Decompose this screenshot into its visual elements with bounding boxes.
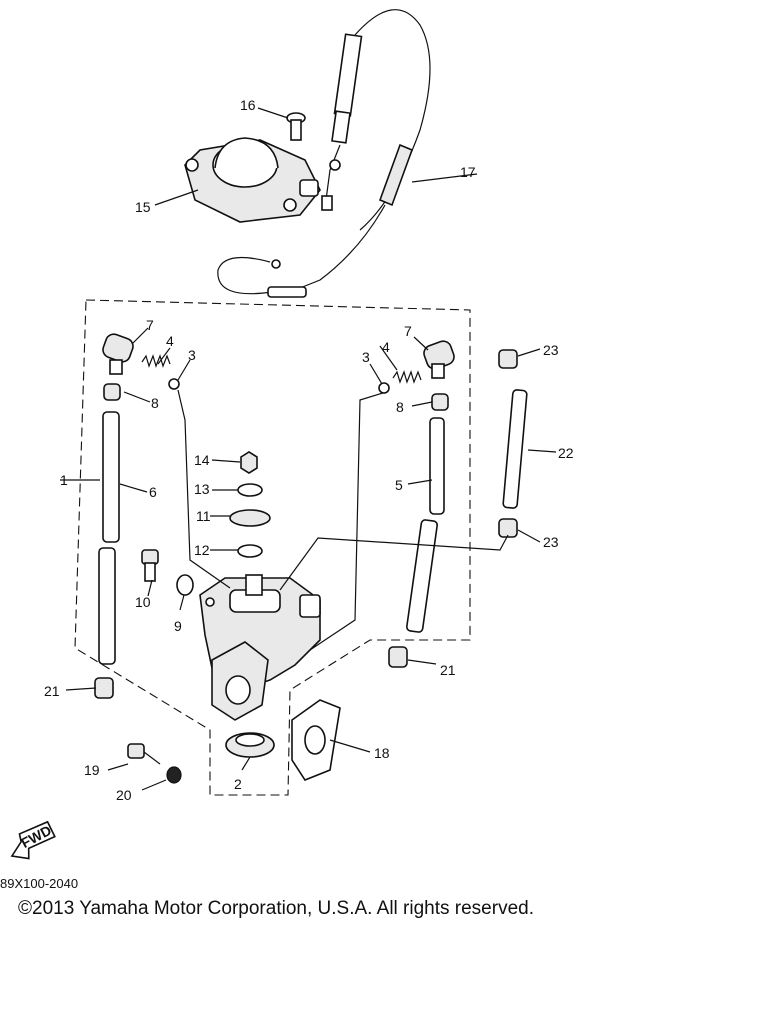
label-14: 14 bbox=[194, 452, 210, 468]
pump-body bbox=[199, 574, 321, 721]
part-labels: 1 2 3 3 4 4 5 6 7 7 8 8 9 10 11 12 13 14… bbox=[44, 97, 574, 803]
part-5-right-hose-lower bbox=[406, 519, 438, 633]
part-4-left-spring bbox=[141, 354, 171, 368]
assembly-outline bbox=[74, 299, 471, 796]
part-8-left-collar bbox=[103, 383, 121, 401]
part-18-gasket bbox=[291, 699, 341, 781]
label-2: 2 bbox=[234, 776, 242, 792]
part-7-right-elbow bbox=[423, 340, 455, 379]
part-16-screw bbox=[286, 112, 306, 141]
part-7-left-elbow bbox=[102, 333, 134, 375]
label-4b: 4 bbox=[382, 339, 390, 355]
part-13-lock-washer bbox=[237, 483, 263, 497]
part-23-lower-clamp bbox=[498, 518, 518, 538]
fwd-arrow-icon: FWD bbox=[10, 820, 56, 860]
label-9: 9 bbox=[174, 618, 182, 634]
leader-lines bbox=[60, 107, 557, 791]
label-22: 22 bbox=[558, 445, 574, 461]
label-7b: 7 bbox=[404, 323, 412, 339]
label-13: 13 bbox=[194, 481, 210, 497]
part-9-washer bbox=[176, 574, 194, 596]
part-17-cable bbox=[217, 9, 431, 298]
label-12: 12 bbox=[194, 542, 210, 558]
part-6-left-hose-lower bbox=[98, 547, 116, 665]
part-10-bolt bbox=[141, 549, 159, 582]
label-6: 6 bbox=[149, 484, 157, 500]
label-20: 20 bbox=[116, 787, 132, 803]
copyright-notice: ©2013 Yamaha Motor Corporation, U.S.A. A… bbox=[18, 898, 534, 919]
part-2-seal bbox=[225, 732, 275, 758]
label-21b: 21 bbox=[440, 662, 456, 678]
part-3-left-o-ring bbox=[168, 378, 180, 390]
part-14-nut bbox=[240, 451, 258, 474]
part-21-right-clamp bbox=[388, 646, 408, 668]
part-6-left-hose bbox=[102, 411, 120, 543]
label-10: 10 bbox=[135, 594, 151, 610]
part-4-right-spring bbox=[392, 370, 422, 384]
label-4a: 4 bbox=[166, 333, 174, 349]
label-3b: 3 bbox=[362, 349, 370, 365]
label-23b: 23 bbox=[543, 534, 559, 550]
label-21a: 21 bbox=[44, 683, 60, 699]
label-8b: 8 bbox=[396, 399, 404, 415]
label-1: 1 bbox=[60, 472, 68, 488]
label-11: 11 bbox=[196, 508, 211, 524]
part-22-hose bbox=[502, 389, 528, 509]
label-7a: 7 bbox=[146, 317, 154, 333]
diagram-code: 89X100-2040 bbox=[0, 876, 79, 891]
part-12-washer bbox=[237, 544, 263, 558]
label-15: 15 bbox=[135, 199, 151, 215]
label-5: 5 bbox=[395, 477, 403, 493]
part-20-washer bbox=[166, 766, 182, 784]
label-23a: 23 bbox=[543, 342, 559, 358]
part-8-right-collar bbox=[431, 393, 449, 411]
label-17: 17 bbox=[460, 164, 476, 180]
part-5-right-hose bbox=[429, 417, 445, 515]
part-23-upper-clamp bbox=[498, 349, 518, 369]
label-19: 19 bbox=[84, 762, 100, 778]
label-18: 18 bbox=[374, 745, 390, 761]
label-16: 16 bbox=[240, 97, 256, 113]
part-21-left-clamp bbox=[94, 677, 114, 699]
parts-diagram: FWD 1 2 3 3 4 4 5 6 7 7 8 8 9 10 11 12 1… bbox=[10, 9, 574, 860]
label-8a: 8 bbox=[151, 395, 159, 411]
part-3-right-o-ring bbox=[378, 382, 390, 394]
part-15-pump-cover bbox=[184, 137, 321, 223]
part-11-washer bbox=[229, 509, 271, 527]
label-3a: 3 bbox=[188, 347, 196, 363]
part-19-bolt bbox=[127, 743, 161, 765]
